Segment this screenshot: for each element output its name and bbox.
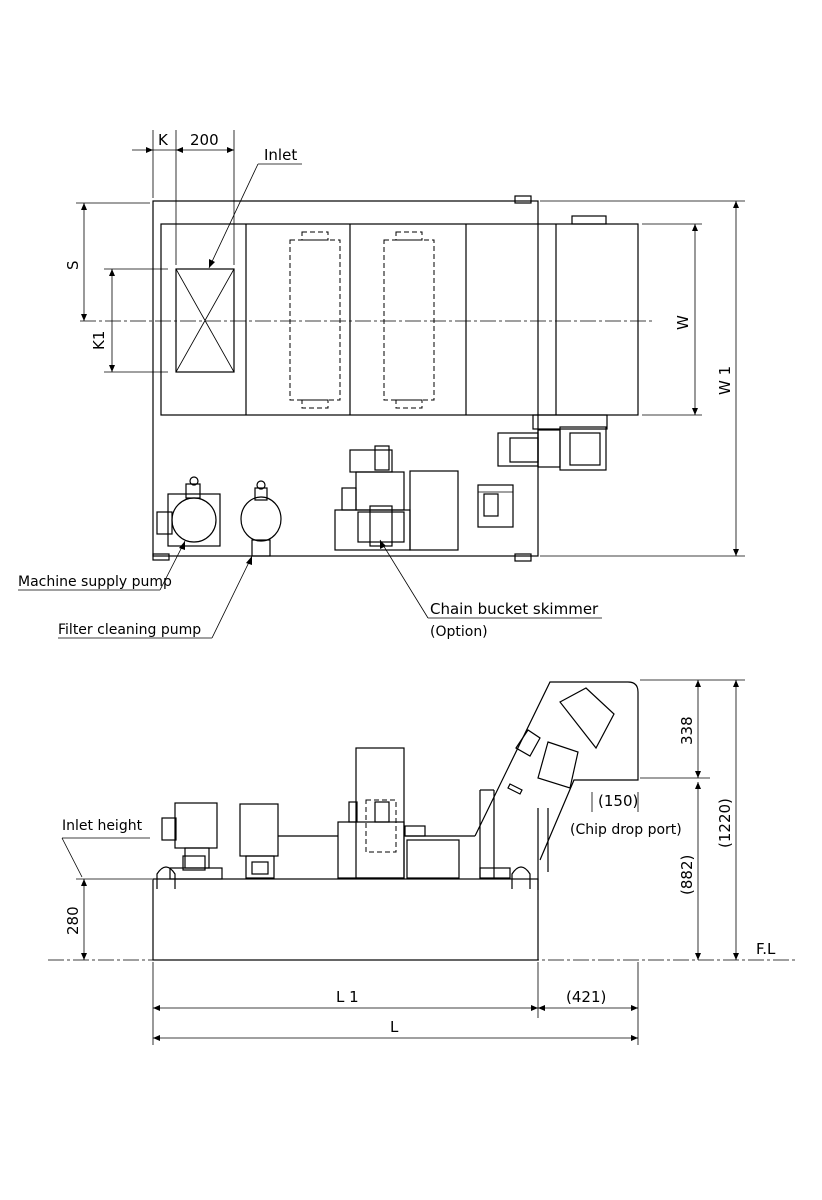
dim-200-label: 200 [190, 131, 219, 149]
dim-280-label: 280 [64, 906, 82, 935]
lug-bottom-right [514, 553, 532, 562]
filter-housing [160, 223, 639, 416]
conveyor-side [474, 681, 639, 890]
dim-s-label: S [64, 260, 82, 270]
dim-1220-label: (1220) [716, 798, 734, 848]
drive-motor-top [497, 414, 608, 471]
filter-cleaning-pump-top [240, 480, 282, 557]
machine-supply-pump-side [161, 802, 223, 880]
top-view: K 200 Inlet S K1 W W 1 [18, 130, 745, 640]
filter-cleaning-pump-side [239, 803, 279, 879]
dim-w-label: W [674, 315, 692, 330]
option-label: (Option) [430, 624, 488, 640]
inlet-height-label: Inlet height [62, 818, 143, 834]
dim-l1-label: L 1 [336, 988, 359, 1006]
chip-drop-port-label: (Chip drop port) [570, 822, 682, 838]
dim-w1-label: W 1 [716, 366, 734, 395]
tank-outline-side [152, 878, 539, 961]
dim-882-label: (882) [678, 855, 696, 895]
dim-l-label: L [390, 1018, 399, 1036]
machine-supply-pump-top [156, 476, 221, 547]
dim-150-label: (150) [598, 792, 638, 810]
filter-cleaning-pump-label: Filter cleaning pump [58, 622, 201, 638]
chain-bucket-skimmer-label: Chain bucket skimmer [430, 600, 599, 618]
skimmer-side [337, 747, 460, 879]
dim-338-label: 338 [678, 716, 696, 745]
filter-drum-1 [289, 231, 341, 409]
dim-k-label: K [158, 131, 169, 149]
filter-drum-2 [383, 231, 435, 409]
floor-level-label: F.L [756, 940, 776, 958]
control-box-top [477, 484, 514, 528]
tank-outline-top [152, 200, 539, 557]
skimmer-top [334, 445, 459, 551]
lug-bottom-left [152, 553, 170, 561]
dim-k1-label: K1 [90, 331, 108, 350]
machine-supply-pump-label: Machine supply pump [18, 574, 172, 590]
drive-box-top [571, 215, 607, 225]
side-view: Inlet height 280 338 (1220) (882) (150) … [48, 679, 795, 1045]
lug-top-right [514, 195, 532, 204]
inlet-box [175, 268, 235, 373]
inlet-label: Inlet [264, 146, 297, 164]
dim-421-label: (421) [566, 988, 606, 1006]
